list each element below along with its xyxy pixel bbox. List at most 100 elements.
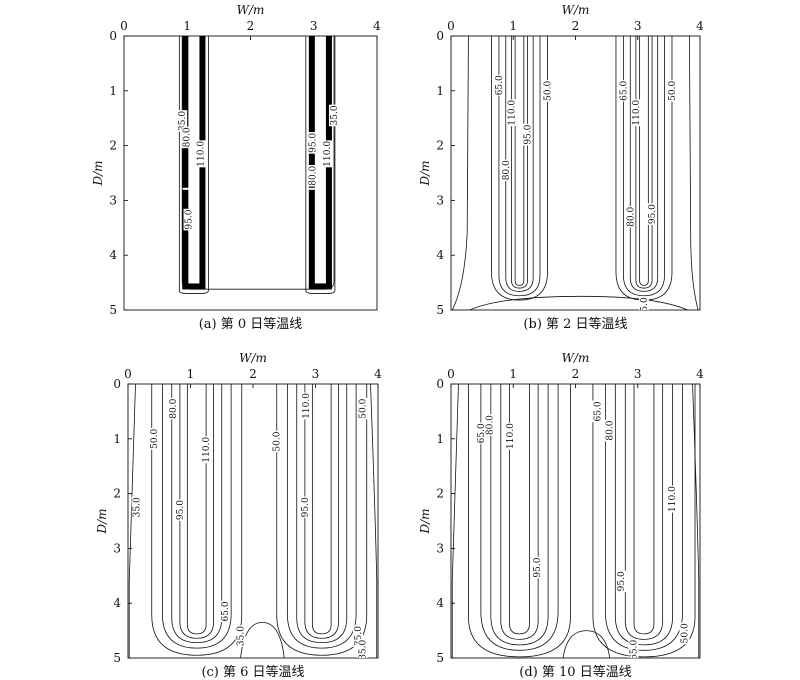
y-tick-label: 4 — [436, 248, 444, 262]
contour-label: 110.0 — [323, 141, 333, 167]
contour-label-bg — [625, 206, 636, 228]
x-tick-label: 0 — [447, 367, 455, 381]
y-tick-label: 5 — [113, 651, 121, 665]
contour-label: 95.0 — [524, 124, 534, 144]
isotherm-80-0 — [505, 36, 534, 292]
isotherm-80-0 — [480, 384, 559, 651]
isotherm-95-0 — [304, 384, 340, 639]
x-tick-label: 1 — [509, 367, 517, 381]
y-tick-label: 0 — [109, 29, 117, 43]
isotherm-95-0 — [179, 384, 215, 639]
isotherm-95-0 — [614, 384, 674, 646]
x-tick-label: 1 — [187, 367, 195, 381]
plot-frame — [450, 35, 701, 311]
contour-label: 50.0 — [543, 81, 553, 101]
y-tick-label: 1 — [113, 432, 121, 446]
contour-label: 110.0 — [507, 100, 517, 126]
contour-label-bg — [630, 99, 641, 127]
contour-label-bg — [235, 625, 246, 647]
isotherm-110-0 — [639, 36, 649, 286]
y-tick-label: 4 — [436, 596, 444, 610]
contour-label-bg — [666, 80, 677, 102]
x-tick-label: 2 — [249, 367, 257, 381]
x-tick-label: 3 — [634, 367, 642, 381]
contour-label-bg — [484, 414, 495, 436]
y-tick-label: 4 — [109, 248, 117, 262]
contour-label: 35.0 — [133, 497, 143, 517]
contour-label-bg — [131, 496, 142, 519]
isotherm-80-0 — [604, 384, 683, 651]
x-axis-label: W/m — [237, 3, 265, 17]
isotherm-80-0 — [171, 384, 223, 644]
isotherm-80-0 — [296, 384, 348, 644]
contour-label: 80.0 — [486, 415, 496, 435]
y-tick-label: 5 — [109, 303, 117, 317]
contour-label: 50.0 — [358, 398, 368, 418]
contour-label: 50.0 — [150, 429, 160, 449]
contour-label: 95.0 — [185, 209, 195, 229]
y-axis-label: D/m — [418, 160, 432, 186]
x-axis-label: W/m — [562, 351, 590, 365]
contour-label: 80.0 — [606, 420, 616, 440]
isotherm-35-0 — [128, 384, 136, 658]
contour-label-bg — [604, 419, 615, 442]
contour-label: 95.0 — [617, 571, 627, 591]
contour-label-bg — [542, 80, 553, 102]
contour-label-bg — [201, 436, 212, 464]
pipe-outline — [305, 36, 336, 294]
contour-label-bg — [522, 123, 533, 146]
contour-label-bg — [506, 99, 517, 127]
y-axis-label: D/m — [91, 160, 105, 186]
contour-label: 65.0 — [477, 423, 487, 443]
pipe-outline — [178, 36, 209, 294]
contour-label-bg — [647, 203, 658, 225]
panel-caption: (a) 第 0 日等温线 — [199, 316, 303, 332]
contour-label-bg — [357, 638, 368, 658]
plot-frame — [123, 35, 378, 311]
contour-label-bg — [353, 625, 363, 647]
isotherm-50-0 — [692, 384, 700, 658]
contour-label: 50.0 — [273, 431, 283, 451]
x-tick-label: 3 — [310, 19, 318, 33]
y-tick-label: 0 — [113, 377, 121, 391]
y-tick-label: 1 — [436, 84, 444, 98]
contour-label: 80.0 — [626, 207, 636, 227]
isotherm-50-0 — [615, 36, 673, 301]
isotherm-95-0 — [490, 384, 549, 646]
contour-label: 80.0 — [308, 165, 318, 185]
isotherm-65-0 — [592, 384, 696, 658]
x-tick-label: 1 — [183, 19, 191, 33]
contour-label-bg — [307, 164, 318, 187]
contour-label: 65.0 — [629, 639, 639, 659]
x-tick-label: 4 — [696, 19, 704, 33]
contour-label: 65.0 — [593, 401, 603, 421]
contour-label-bg — [679, 622, 690, 645]
contour-label: 80.0 — [183, 127, 193, 147]
contour-label-bg — [475, 422, 486, 445]
contour-label: 95.0 — [301, 497, 311, 517]
pipe-break — [308, 187, 317, 190]
y-tick-label: 1 — [436, 432, 444, 446]
y-axis-label: D/m — [95, 508, 109, 534]
contour-label-bg — [195, 140, 206, 168]
y-axis-label: D/m — [418, 508, 432, 534]
contour-label: 110.0 — [202, 437, 212, 463]
contour-label: 110.0 — [668, 486, 678, 512]
y-tick-label: 3 — [113, 541, 121, 555]
contour-label: 35.0 — [358, 639, 368, 659]
isotherm-110-0 — [624, 384, 664, 640]
pipe-bottom — [182, 283, 206, 290]
y-tick-label: 3 — [436, 541, 444, 555]
isotherm-65-0 — [286, 384, 357, 649]
contour-label-bg — [149, 428, 160, 450]
pipe-break — [182, 187, 191, 190]
x-tick-label: 0 — [124, 367, 132, 381]
y-tick-label: 3 — [109, 193, 117, 207]
isotherm-110-0 — [500, 384, 539, 640]
